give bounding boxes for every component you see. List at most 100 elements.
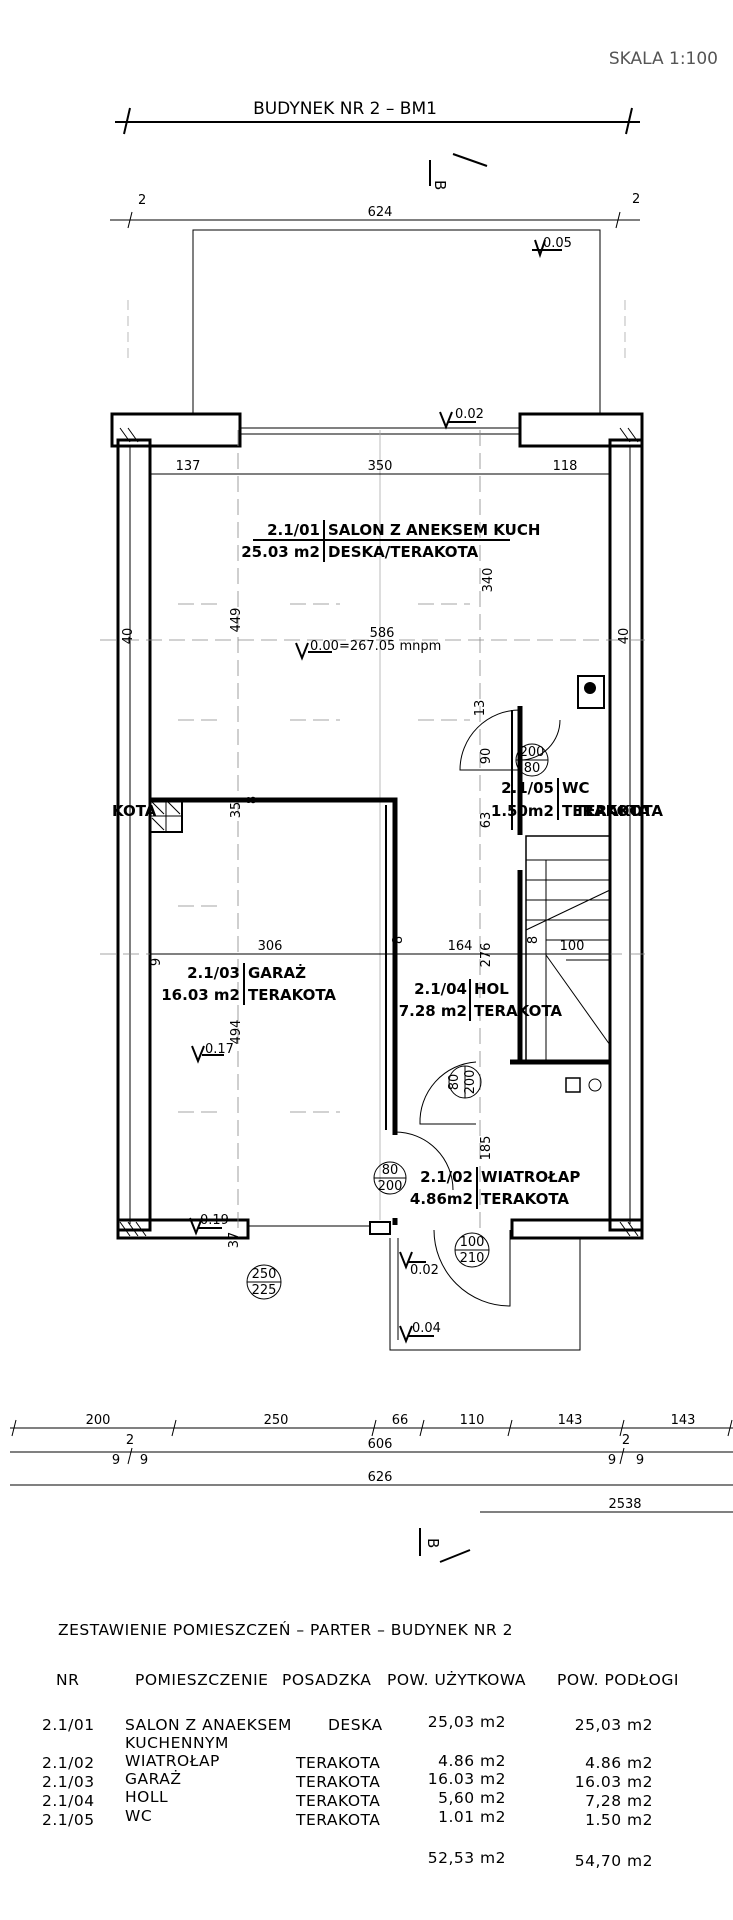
svg-text:0.02: 0.02: [410, 1263, 439, 1278]
schedule-header-area: POW. PODŁOGI: [557, 1671, 679, 1689]
room-label-wc: 2.1/05 WC 1.50m2 TERAKOTA: [491, 778, 650, 820]
room-label-garaz: 2.1/03 GARAŻ 16.03 m2 TERAKOTA: [161, 963, 336, 1005]
svg-text:164: 164: [448, 939, 473, 954]
svg-text:80: 80: [382, 1163, 399, 1178]
svg-text:9: 9: [608, 1453, 616, 1468]
level-marker-reference: 0.00=267.05 mnpm: [295, 639, 441, 661]
svg-text:143: 143: [671, 1413, 696, 1428]
terrace-outline: [127, 229, 626, 414]
level-marker-stoop: 0.04: [399, 1321, 441, 1344]
level-marker-entry: 0.02: [439, 407, 484, 430]
svg-text:TERAKOTA: TERAKOTA: [295, 1792, 380, 1810]
level-marker-top: 0.05: [532, 236, 572, 259]
svg-text:DESKA: DESKA: [328, 1716, 383, 1734]
svg-text:185: 185: [479, 1136, 494, 1161]
cut-label-left: KOTA: [112, 802, 157, 820]
svg-text:TERAKOTA: TERAKOTA: [481, 1190, 569, 1208]
svg-text:2.1/02: 2.1/02: [42, 1754, 95, 1772]
section-mark-top: B: [429, 153, 488, 190]
svg-text:210: 210: [460, 1251, 485, 1266]
svg-text:100: 100: [460, 1235, 485, 1250]
svg-text:250: 250: [252, 1267, 277, 1282]
svg-text:16.03 m2: 16.03 m2: [575, 1773, 653, 1791]
svg-text:90: 90: [479, 748, 494, 765]
svg-text:110: 110: [460, 1413, 485, 1428]
svg-text:66: 66: [392, 1413, 409, 1428]
svg-text:37: 37: [227, 1232, 242, 1249]
door-tag-entry: 100 210: [454, 1232, 490, 1268]
svg-text:16.03 m2: 16.03 m2: [161, 986, 240, 1004]
svg-text:7,28 m2: 7,28 m2: [585, 1792, 653, 1810]
schedule-title: ZESTAWIENIE POMIESZCZEŃ – PARTER – BUDYN…: [58, 1620, 513, 1639]
svg-text:0.19: 0.19: [200, 1213, 229, 1228]
door-tag-hol: 80 200: [447, 1065, 482, 1099]
cut-label-right: TERAKOTA: [575, 802, 663, 820]
svg-text:494: 494: [229, 1020, 244, 1045]
svg-text:200: 200: [463, 1070, 478, 1095]
schedule-row: 2.1/01 SALON Z ANAEKSEM KUCHENNYM DESKA …: [42, 1713, 653, 1752]
svg-text:143: 143: [558, 1413, 583, 1428]
svg-text:KUCHENNYM: KUCHENNYM: [125, 1734, 229, 1752]
schedule-header-floor: POSADZKA: [282, 1671, 371, 1689]
level-marker-garage-front: 0.19: [189, 1213, 229, 1236]
svg-text:250: 250: [264, 1413, 289, 1428]
svg-text:4.86 m2: 4.86 m2: [438, 1752, 506, 1770]
svg-text:2.1/04: 2.1/04: [42, 1792, 95, 1810]
svg-text:HOLL: HOLL: [125, 1788, 168, 1806]
svg-text:SALON Z ANAEKSEM: SALON Z ANAEKSEM: [125, 1716, 292, 1734]
svg-text:1.50m2: 1.50m2: [491, 802, 554, 820]
svg-text:449: 449: [229, 608, 244, 633]
schedule-header-usable: POW. UŻYTKOWA: [387, 1670, 526, 1689]
door-swings: [394, 709, 561, 1307]
svg-text:2.1/03: 2.1/03: [42, 1773, 95, 1791]
schedule-header-nr: NR: [56, 1671, 79, 1689]
top-dimension: 624 2 2: [110, 192, 640, 229]
svg-text:7.28 m2: 7.28 m2: [399, 1002, 467, 1020]
svg-text:1.01 m2: 1.01 m2: [438, 1808, 506, 1826]
svg-text:SALON Z ANEKSEM KUCH: SALON Z ANEKSEM KUCH: [328, 521, 540, 539]
svg-text:2: 2: [138, 193, 146, 208]
bottom-dimension-chain: 200 250 66 110 143 143 606 626 2538 2 9 …: [10, 1413, 733, 1513]
exterior-walls: [110, 412, 644, 1240]
svg-text:40: 40: [617, 628, 632, 645]
level-marker-entry-bottom: 0.02: [399, 1251, 439, 1278]
entry-stoop: [389, 1238, 581, 1351]
schedule-row: 2.1/02 WIATROŁAP TERAKOTA 4.86 m2 4.86 m…: [42, 1752, 653, 1772]
svg-text:200: 200: [86, 1413, 111, 1428]
svg-text:GARAŻ: GARAŻ: [248, 963, 306, 982]
svg-text:276: 276: [479, 943, 494, 968]
svg-text:2538: 2538: [608, 1497, 641, 1512]
svg-text:225: 225: [252, 1283, 277, 1298]
svg-text:606: 606: [368, 1437, 393, 1452]
svg-text:2.1/03: 2.1/03: [187, 964, 240, 982]
svg-text:63: 63: [479, 812, 494, 829]
svg-text:2.1/05: 2.1/05: [501, 779, 554, 797]
schedule-total-usable: 52,53 m2: [428, 1849, 506, 1867]
section-mark-bottom: B: [419, 1528, 471, 1563]
svg-text:9: 9: [636, 1453, 644, 1468]
svg-text:9: 9: [149, 958, 164, 966]
svg-text:B: B: [431, 180, 449, 190]
svg-text:2: 2: [126, 1433, 134, 1448]
svg-text:2: 2: [622, 1433, 630, 1448]
svg-text:340: 340: [481, 568, 496, 593]
svg-text:306: 306: [258, 939, 283, 954]
room-schedule: ZESTAWIENIE POMIESZCZEŃ – PARTER – BUDYN…: [42, 1620, 679, 1870]
inner-dimensions: 137 350 118 586 306 164 100 449 340 13 9…: [121, 459, 632, 1248]
staircase: [525, 835, 611, 1063]
door-tag-wiatrolap: 80 200: [373, 1161, 407, 1195]
svg-text:2.1/05: 2.1/05: [42, 1811, 95, 1829]
room-label-wiatrolap: 2.1/02 WIATROŁAP 4.86m2 TERAKOTA: [410, 1167, 580, 1209]
svg-text:200: 200: [520, 745, 545, 760]
schedule-total-area: 54,70 m2: [575, 1852, 653, 1870]
svg-text:4.86m2: 4.86m2: [410, 1190, 473, 1208]
svg-text:1.50 m2: 1.50 m2: [585, 1811, 653, 1829]
svg-text:0.05: 0.05: [543, 236, 572, 251]
svg-text:2.1/01: 2.1/01: [267, 521, 320, 539]
svg-text:2.1/02: 2.1/02: [420, 1168, 473, 1186]
svg-text:586: 586: [370, 626, 395, 641]
svg-text:WC: WC: [562, 779, 590, 797]
svg-text:118: 118: [553, 459, 578, 474]
schedule-row: 2.1/04 HOLL TERAKOTA 5,60 m2 7,28 m2: [42, 1788, 653, 1810]
